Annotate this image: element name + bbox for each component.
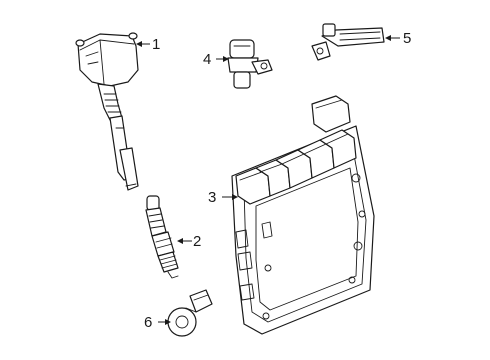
arrow-1 <box>136 41 142 47</box>
callout-3: 3 <box>208 189 216 206</box>
arrow-2 <box>177 238 183 244</box>
arrow-6 <box>165 319 171 325</box>
knock-sensor-icon <box>167 289 213 337</box>
camshaft-position-sensor-icon <box>227 39 273 89</box>
engine-control-module-icon <box>231 95 375 335</box>
arrow-3 <box>232 194 238 200</box>
callout-6: 6 <box>144 314 152 331</box>
callout-4: 4 <box>203 51 211 68</box>
callout-1: 1 <box>152 36 160 53</box>
arrow-5 <box>385 35 391 41</box>
spark-plug-icon <box>145 195 179 279</box>
callout-5: 5 <box>403 30 411 47</box>
callout-2: 2 <box>193 233 201 250</box>
arrow-4 <box>223 56 229 62</box>
crankshaft-position-sensor-icon <box>311 23 385 61</box>
ignition-coil-icon <box>75 32 139 191</box>
